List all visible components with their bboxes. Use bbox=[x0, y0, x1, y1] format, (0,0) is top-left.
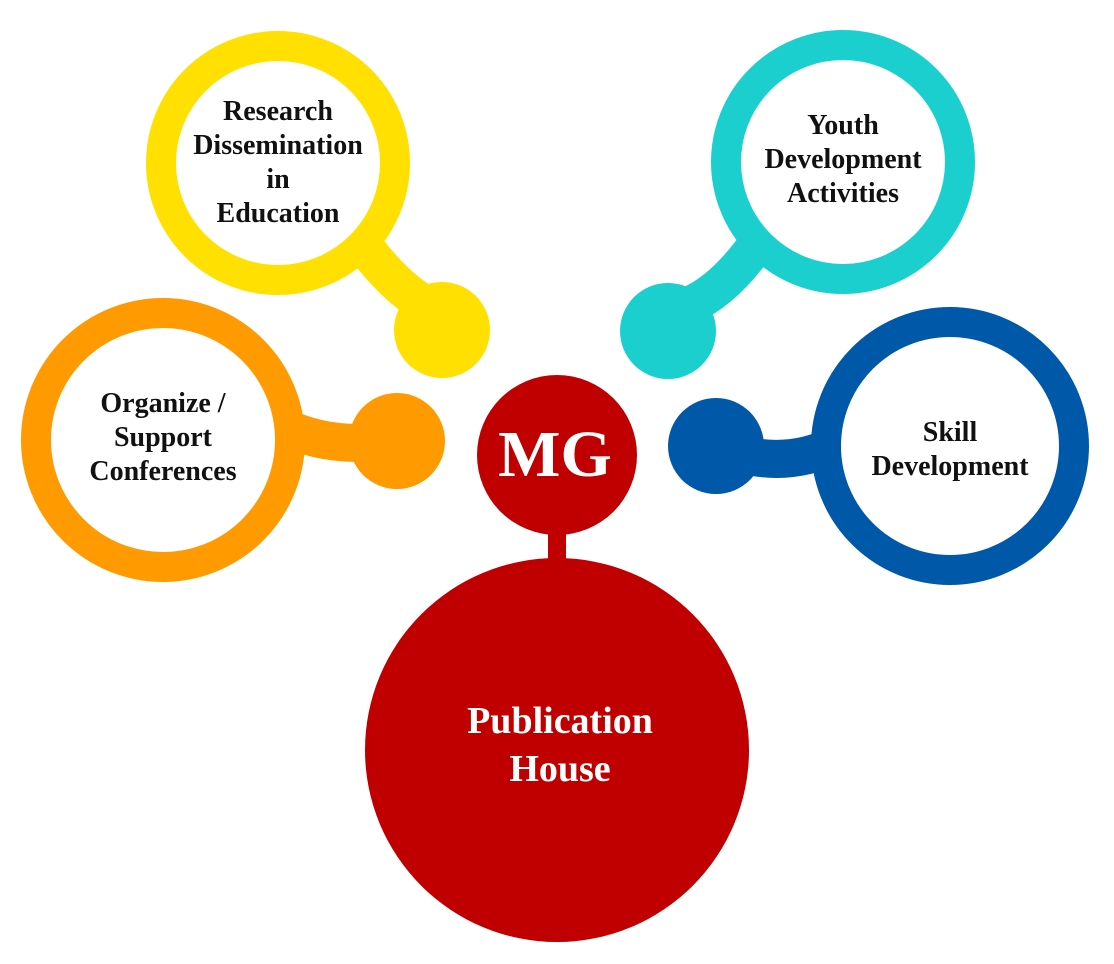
conferences-label: Organize / Support Conferences bbox=[63, 378, 263, 498]
publication-house-line: Publication bbox=[467, 700, 653, 742]
conferences-label-line: Support bbox=[113, 422, 213, 453]
youth-label: Youth Development Activities bbox=[743, 100, 943, 220]
mg-logo-text: MG bbox=[498, 418, 612, 491]
research-dot bbox=[394, 282, 490, 378]
mg-circle bbox=[477, 375, 637, 535]
publication-house-line: House bbox=[509, 748, 611, 790]
skill-dot bbox=[668, 398, 764, 494]
research-ring bbox=[146, 31, 410, 295]
publication-house-label: Publication House bbox=[395, 690, 725, 800]
skill-ring bbox=[811, 307, 1089, 585]
skill-label: Skill Development bbox=[845, 405, 1055, 495]
youth-ring bbox=[711, 30, 975, 294]
skill-node bbox=[668, 307, 1089, 585]
conferences-node bbox=[21, 298, 445, 582]
youth-label-line: Development bbox=[764, 144, 922, 175]
conferences-label-line: Organize / bbox=[100, 388, 226, 419]
research-node bbox=[146, 31, 490, 378]
youth-label-line: Activities bbox=[787, 178, 899, 209]
publication-house-circle bbox=[365, 558, 749, 942]
research-label-line: Education bbox=[216, 198, 340, 229]
research-label: Research Dissemination in Education bbox=[178, 93, 378, 233]
youth-node bbox=[620, 30, 975, 379]
research-label-line: Dissemination bbox=[193, 130, 363, 161]
conferences-label-line: Conferences bbox=[89, 456, 237, 487]
skill-label-line: Skill bbox=[922, 417, 978, 448]
center-node bbox=[365, 375, 749, 942]
youth-dot bbox=[620, 283, 716, 379]
research-label-line: in bbox=[266, 164, 290, 195]
conferences-ring bbox=[21, 298, 305, 582]
research-label-line: Research bbox=[223, 96, 333, 127]
skill-label-line: Development bbox=[871, 451, 1029, 482]
conferences-dot bbox=[349, 393, 445, 489]
youth-label-line: Youth bbox=[807, 110, 879, 141]
